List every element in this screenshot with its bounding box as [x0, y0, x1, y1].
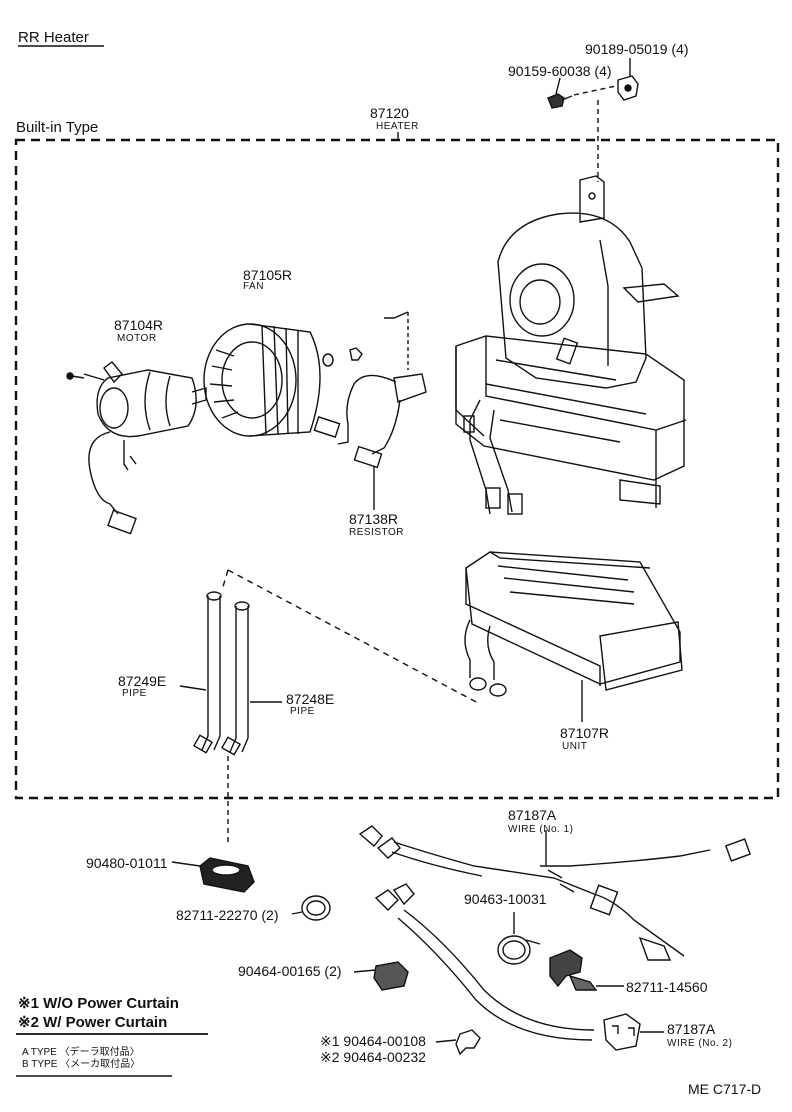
clip-90189 [617, 75, 639, 101]
part-number-87107R: 87107R [560, 725, 610, 741]
part-number-90464-00232: ※2 90464-00232 [320, 1049, 426, 1065]
part-name-heater: HEATER [376, 121, 419, 132]
part-name-wire-no2: WIRE (No. 2) [667, 1038, 733, 1049]
part-number-90464-00165: 90464-00165 (2) [238, 963, 342, 979]
part-name-pipe-2: PIPE [290, 706, 315, 717]
part-number-82711-22270: 82711-22270 (2) [176, 907, 279, 923]
builtin-type-label: Built-in Type [16, 119, 99, 136]
wire-87187A-no1 [358, 825, 752, 961]
part-number-87104R: 87104R [114, 317, 164, 333]
legend-type-a: A TYPE 〈デーラ取付品〉 [22, 1047, 140, 1058]
pipe-87248E [220, 601, 250, 756]
part-number-82711-14560: 82711-14560 [626, 979, 708, 995]
part-number-87138R: 87138R [349, 511, 399, 527]
part-name-fan: FAN [243, 281, 264, 292]
drawing-code: ME C717-D [688, 1081, 762, 1097]
clip-90464-00108 [455, 1029, 481, 1056]
heater-housing [455, 175, 687, 515]
part-name-motor: MOTOR [117, 333, 157, 344]
grommet-90480 [199, 857, 255, 893]
fan-87105R [203, 323, 363, 437]
part-name-wire-no1: WIRE (No. 1) [508, 824, 574, 835]
pipe-87249E [192, 591, 222, 754]
part-number-87105R: 87105R [243, 267, 293, 283]
part-number-87187A-2: 87187A [667, 1021, 716, 1037]
page-title: RR Heater [18, 29, 89, 46]
clip-82711-14560 [549, 949, 598, 991]
part-number-90464-00108: ※1 90464-00108 [320, 1033, 426, 1049]
heater-unit-87107R [464, 551, 683, 722]
clamp-90463-10031 [497, 935, 541, 965]
builtin-boundary [14, 138, 780, 800]
part-number-87120: 87120 [370, 105, 409, 121]
part-number-87249E: 87249E [118, 673, 167, 689]
legend-item-1: ※1 W/O Power Curtain [18, 995, 179, 1012]
resistor-87138R [313, 311, 427, 510]
part-number-87187A-1: 87187A [508, 807, 557, 823]
wire-87187A-no2 [374, 883, 641, 1051]
part-name-resistor: RESISTOR [349, 527, 404, 538]
part-number-90463: 90463-10031 [464, 891, 547, 907]
bolt-90159 [547, 93, 573, 109]
clip-90464-00165 [373, 961, 409, 991]
part-number-90189: 90189-05019 (4) [585, 41, 689, 57]
part-number-87248E: 87248E [286, 691, 335, 707]
part-name-pipe-1: PIPE [122, 688, 147, 699]
motor-87104R [66, 361, 207, 535]
part-name-unit: UNIT [562, 741, 588, 752]
legend-item-2: ※2 W/ Power Curtain [18, 1014, 168, 1031]
legend-type-b: B TYPE 〈メーカ取付品〉 [22, 1059, 141, 1070]
part-number-90480: 90480-01011 [86, 855, 168, 871]
clamp-82711-22270 [301, 895, 331, 921]
part-number-90159: 90159-60038 (4) [508, 63, 612, 79]
